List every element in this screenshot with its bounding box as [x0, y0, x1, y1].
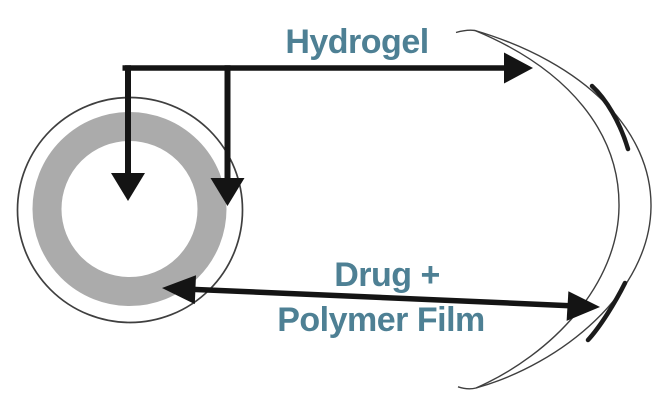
drug-polymer-film-label-line1: Drug +: [334, 256, 440, 294]
film-arrow-line: [189, 286, 571, 309]
hydrogel-label: Hydrogel: [285, 23, 429, 61]
lens-side-inner-curve: [474, 29, 620, 389]
hydrogel-arrowhead-right: [504, 52, 533, 84]
film-arrowhead-right: [566, 291, 600, 321]
film-arrowhead-left: [162, 275, 196, 305]
lens-side-outer-curve: [455, 29, 652, 390]
film-segment-lower: [585, 280, 628, 343]
drug-polymer-film-label-line2: Polymer Film: [277, 301, 485, 339]
film-segment-upper: [589, 83, 631, 152]
hydrogel-arrowhead-ring: [210, 178, 245, 206]
hydrogel-arrowhead-center: [111, 173, 145, 201]
